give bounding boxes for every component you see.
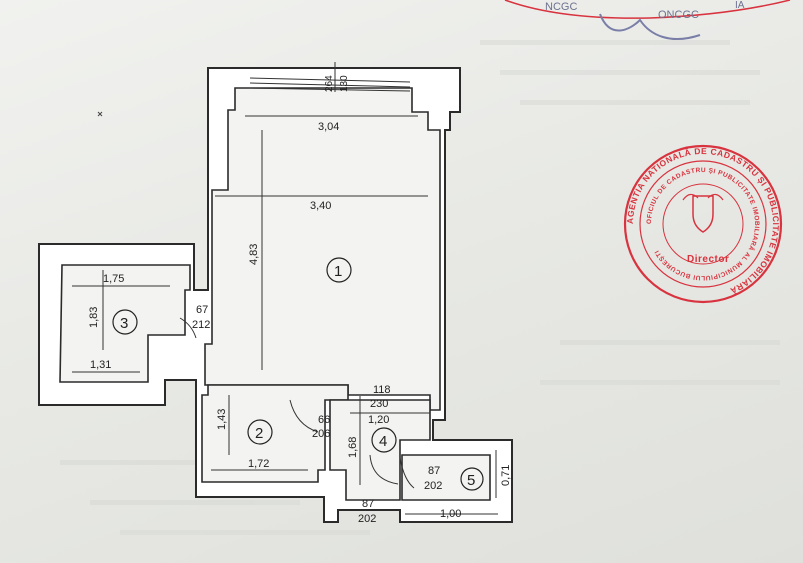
stamp-text-partial: IA	[735, 0, 745, 11]
room-1-number: 1	[334, 263, 342, 280]
room-3-number: 3	[120, 315, 128, 332]
door-r5-a: 87	[428, 465, 440, 477]
official-seal: AGENTIA NATIONALĂ DE CADASTRU ȘI PUBLICI…	[623, 144, 783, 304]
r3-height: 1,83	[88, 307, 100, 328]
r3-width-top: 1,75	[103, 273, 124, 285]
r4-width: 1,20	[368, 414, 389, 426]
background-text-lines	[60, 40, 780, 535]
door-r2-a: 66	[318, 414, 330, 426]
door-entry-a: 87	[362, 498, 374, 510]
door-r1-a: 118	[373, 384, 391, 396]
room-2-number: 2	[255, 425, 263, 442]
window-dim-b: 130	[339, 75, 350, 92]
dimension-lines	[72, 115, 498, 515]
door-r3-b: 212	[192, 319, 210, 331]
stamp-text-right: ONCGC	[658, 9, 699, 21]
room-numbers: 1 2 3 4 5	[112, 257, 484, 491]
r2-width: 1,72	[248, 458, 269, 470]
r1-width-mid: 3,40	[310, 200, 331, 212]
dimension-labels: 264 130 3,04 3,40 4,83 1,75 1,83 1,31 67…	[88, 75, 512, 525]
r5-height: 0,71	[500, 465, 512, 486]
door-entry-b: 202	[358, 513, 376, 525]
r2-height: 1,43	[216, 409, 228, 430]
door-r1-b: 230	[370, 398, 388, 410]
pen-mark	[97, 111, 103, 117]
r5-width: 1,00	[440, 508, 461, 520]
walls	[38, 67, 513, 523]
signature	[599, 13, 701, 40]
coat-of-arms-icon	[692, 195, 714, 233]
window-dim-a: 264	[324, 75, 335, 92]
door-r2-b: 206	[312, 428, 330, 440]
door-r3-a: 67	[196, 304, 208, 316]
seal-title: Director	[687, 254, 729, 265]
room-5-number: 5	[467, 472, 475, 489]
top-stamp: NCGC ONCGC IA	[504, 0, 791, 40]
r1-width-top: 3,04	[318, 121, 339, 133]
r1-height: 4,83	[248, 244, 260, 265]
r3-width-bottom: 1,31	[90, 359, 111, 371]
r4-height: 1,68	[347, 437, 359, 458]
stamp-text-left: NCGC	[545, 1, 577, 13]
door-r5-b: 202	[424, 480, 442, 492]
room-4-number: 4	[379, 433, 387, 450]
window	[249, 62, 411, 92]
